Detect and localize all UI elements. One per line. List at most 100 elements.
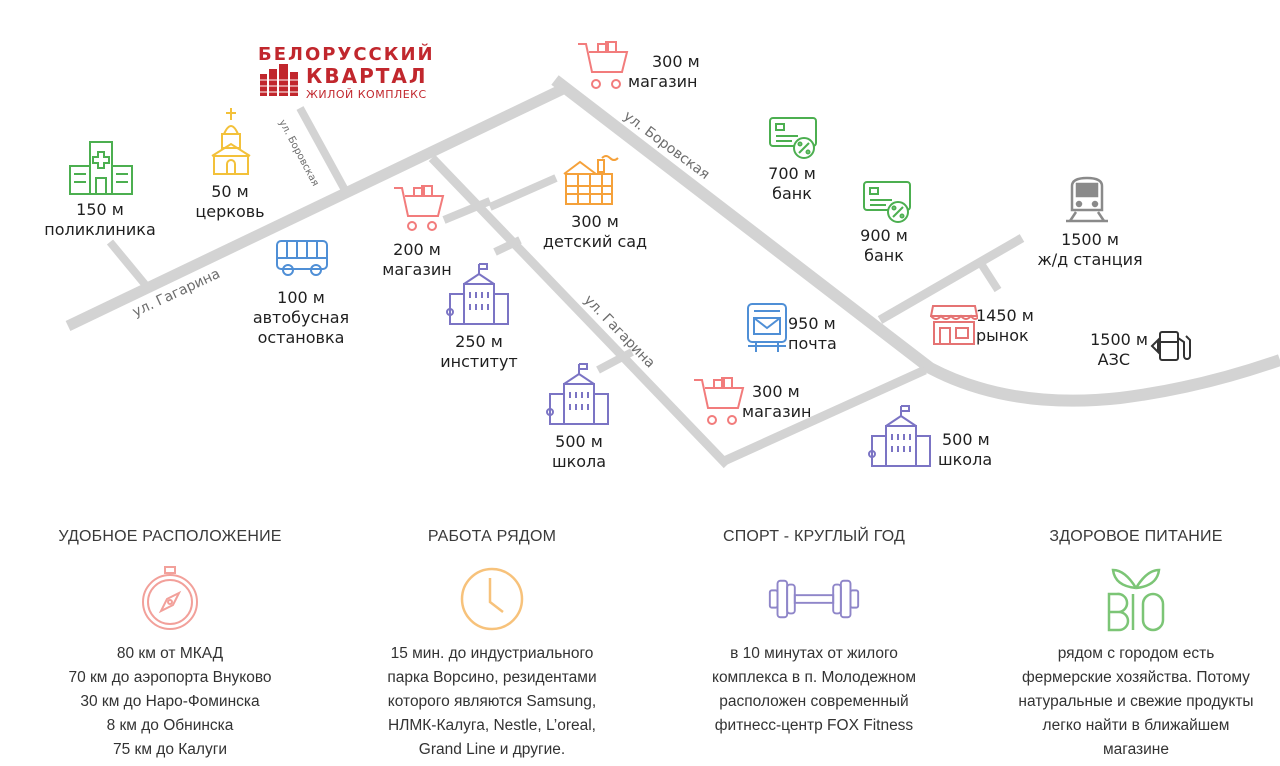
hospital-icon xyxy=(69,141,133,195)
poi-market-distance: 1450 м xyxy=(976,306,1034,325)
poi-bank700-label: банк xyxy=(772,184,812,203)
poi-train-distance: 1500 м xyxy=(1061,230,1119,249)
poi-institute-label: институт xyxy=(440,352,518,371)
feature-work-line: НЛМК-Калуга, Nestle, L’oreal, xyxy=(388,717,596,734)
road-to-institute xyxy=(493,236,522,256)
poi-fuel: 1500 м АЗС xyxy=(1074,330,1148,370)
poi-clinic-distance: 150 м xyxy=(76,200,124,219)
feature-sport-line: расположен современный xyxy=(719,693,909,710)
feature-work-text: 15 мин. до индустриального парка Ворсино… xyxy=(342,642,642,762)
road-borovskaya-small xyxy=(296,106,350,194)
poi-shop200-label: магазин xyxy=(382,260,452,279)
school-icon-2 xyxy=(868,405,931,467)
fuel-icon xyxy=(1150,331,1191,361)
poi-kindergarten: 300 м детский сад xyxy=(520,212,670,252)
cart-icon-shop200 xyxy=(394,185,445,231)
poi-clinic: 150 м поликлиника xyxy=(30,200,170,240)
logo-title-line2: КВАРТАЛ xyxy=(306,64,428,88)
bus-icon xyxy=(276,240,328,276)
poi-bus-label2: остановка xyxy=(257,328,345,347)
poi-school1-distance: 500 м xyxy=(555,432,603,451)
poi-shop300-bottom: 300 м магазин xyxy=(742,382,832,422)
poi-school2-label: школа xyxy=(938,450,993,469)
dumbbell-icon xyxy=(768,579,860,619)
feature-work-line: которого являются Samsung, xyxy=(387,693,597,710)
poi-institute: 250 м институт xyxy=(424,332,534,372)
feature-work: РАБОТА РЯДОМ 15 мин. до индустриального … xyxy=(342,528,642,762)
poi-post-label: почта xyxy=(788,334,837,353)
feature-food-line: рядом с городом есть xyxy=(1057,645,1215,662)
poi-post: 950 м почта xyxy=(788,314,858,354)
poi-bank900: 900 м банк xyxy=(844,226,924,266)
feature-food-text: рядом с городом есть фермерские хозяйств… xyxy=(986,642,1280,762)
church-icon xyxy=(211,108,251,175)
feature-food-line: магазине xyxy=(1103,741,1169,758)
feature-location-title: УДОБНОЕ РАСПОЛОЖЕНИЕ xyxy=(58,528,282,545)
feature-sport: СПОРТ - КРУГЛЫЙ ГОД в 10 минутах от жило… xyxy=(664,528,964,738)
poi-bus-label1: автобусная xyxy=(252,308,350,327)
feature-work-line: Grand Line и другие. xyxy=(418,741,566,758)
compass-icon xyxy=(142,566,198,630)
poi-shop300-top-distance: 300 м xyxy=(652,52,700,71)
bank-card-icon-900 xyxy=(863,181,911,223)
road-to-school1 xyxy=(596,348,634,374)
bank-card-icon-700 xyxy=(769,117,817,159)
poi-post-distance: 950 м xyxy=(788,314,836,333)
feature-location-line: 80 км от МКАД xyxy=(116,645,224,662)
poi-bus: 100 м автобусная остановка xyxy=(236,288,366,348)
institute-icon xyxy=(446,263,509,325)
poi-bus-distance: 100 м xyxy=(277,288,325,307)
feature-location: УДОБНОЕ РАСПОЛОЖЕНИЕ 80 км от МКАД 70 км… xyxy=(20,528,320,762)
road-gagarina-main xyxy=(65,83,568,331)
road-borovskaya-main xyxy=(551,75,1280,407)
building-logo-icon xyxy=(260,64,298,96)
road-gagarina-diag xyxy=(428,154,731,469)
road-to-train xyxy=(877,234,1025,324)
poi-train-label: ж/д станция xyxy=(1037,250,1143,269)
feature-sport-text: в 10 минутах от жилого комплекса в п. Мо… xyxy=(664,642,964,738)
roads xyxy=(65,75,1280,469)
feature-food-title: ЗДОРОВОЕ ПИТАНИЕ xyxy=(1049,528,1223,545)
feature-location-text: 80 км от МКАД 70 км до аэропорта Внуково… xyxy=(20,642,320,762)
poi-school1-label: школа xyxy=(551,452,607,471)
poi-shop300-bottom-distance: 300 м xyxy=(752,382,800,401)
feature-location-line: 70 км до аэропорта Внуково xyxy=(68,669,272,686)
feature-sport-title: СПОРТ - КРУГЛЫЙ ГОД xyxy=(722,528,906,545)
poi-school2-distance: 500 м xyxy=(942,430,990,449)
school-icon-1 xyxy=(546,363,609,425)
poi-church: 50 м церковь xyxy=(180,182,280,222)
cart-icon-shop300-top xyxy=(578,41,629,89)
feature-sport-line: фитнесс-центр FOX Fitness xyxy=(714,717,914,734)
feature-food-line: фермерские хозяйства. Потому xyxy=(1022,669,1250,686)
road-to-clinic xyxy=(106,239,152,291)
poi-kindergarten-distance: 300 м xyxy=(571,212,619,231)
clock-icon xyxy=(460,567,524,631)
poi-fuel-distance: 1500 м xyxy=(1090,330,1148,349)
poi-bank900-label: банк xyxy=(864,246,904,265)
feature-location-line: 8 км до Обнинска xyxy=(106,717,234,734)
poi-church-label: церковь xyxy=(195,202,265,221)
market-icon xyxy=(930,305,978,345)
road-to-kindergarten xyxy=(488,174,558,211)
poi-shop200-distance: 200 м xyxy=(393,240,441,259)
logo: БЕЛОРУССКИЙ КВАРТАЛ ЖИЛОЙ КОМПЛЕКС xyxy=(258,44,458,101)
poi-bank700-distance: 700 м xyxy=(768,164,816,183)
feature-sport-line: комплекса в п. Молодежном xyxy=(711,669,917,686)
poi-market: 1450 м рынок xyxy=(976,306,1056,346)
kindergarten-icon xyxy=(563,155,619,205)
road-to-shop200 xyxy=(442,197,492,224)
bio-icon xyxy=(1107,568,1165,632)
poi-shop300-top-label: магазин xyxy=(628,72,698,91)
poi-shop300-top: 300 м магазин xyxy=(628,52,718,92)
feature-work-line: парка Ворсино, резидентами xyxy=(387,669,597,686)
poi-institute-distance: 250 м xyxy=(455,332,503,351)
poi-fuel-label: АЗС xyxy=(1097,350,1130,369)
feature-work-title: РАБОТА РЯДОМ xyxy=(427,528,557,545)
poi-market-label: рынок xyxy=(976,326,1029,345)
poi-school2: 500 м школа xyxy=(938,430,1018,470)
poi-bank700: 700 м банк xyxy=(752,164,832,204)
poi-shop300-bottom-label: магазин xyxy=(742,402,812,421)
mailbox-icon xyxy=(747,303,787,352)
poi-kindergarten-label: детский сад xyxy=(542,232,648,251)
poi-train: 1500 м ж/д станция xyxy=(1020,230,1160,270)
